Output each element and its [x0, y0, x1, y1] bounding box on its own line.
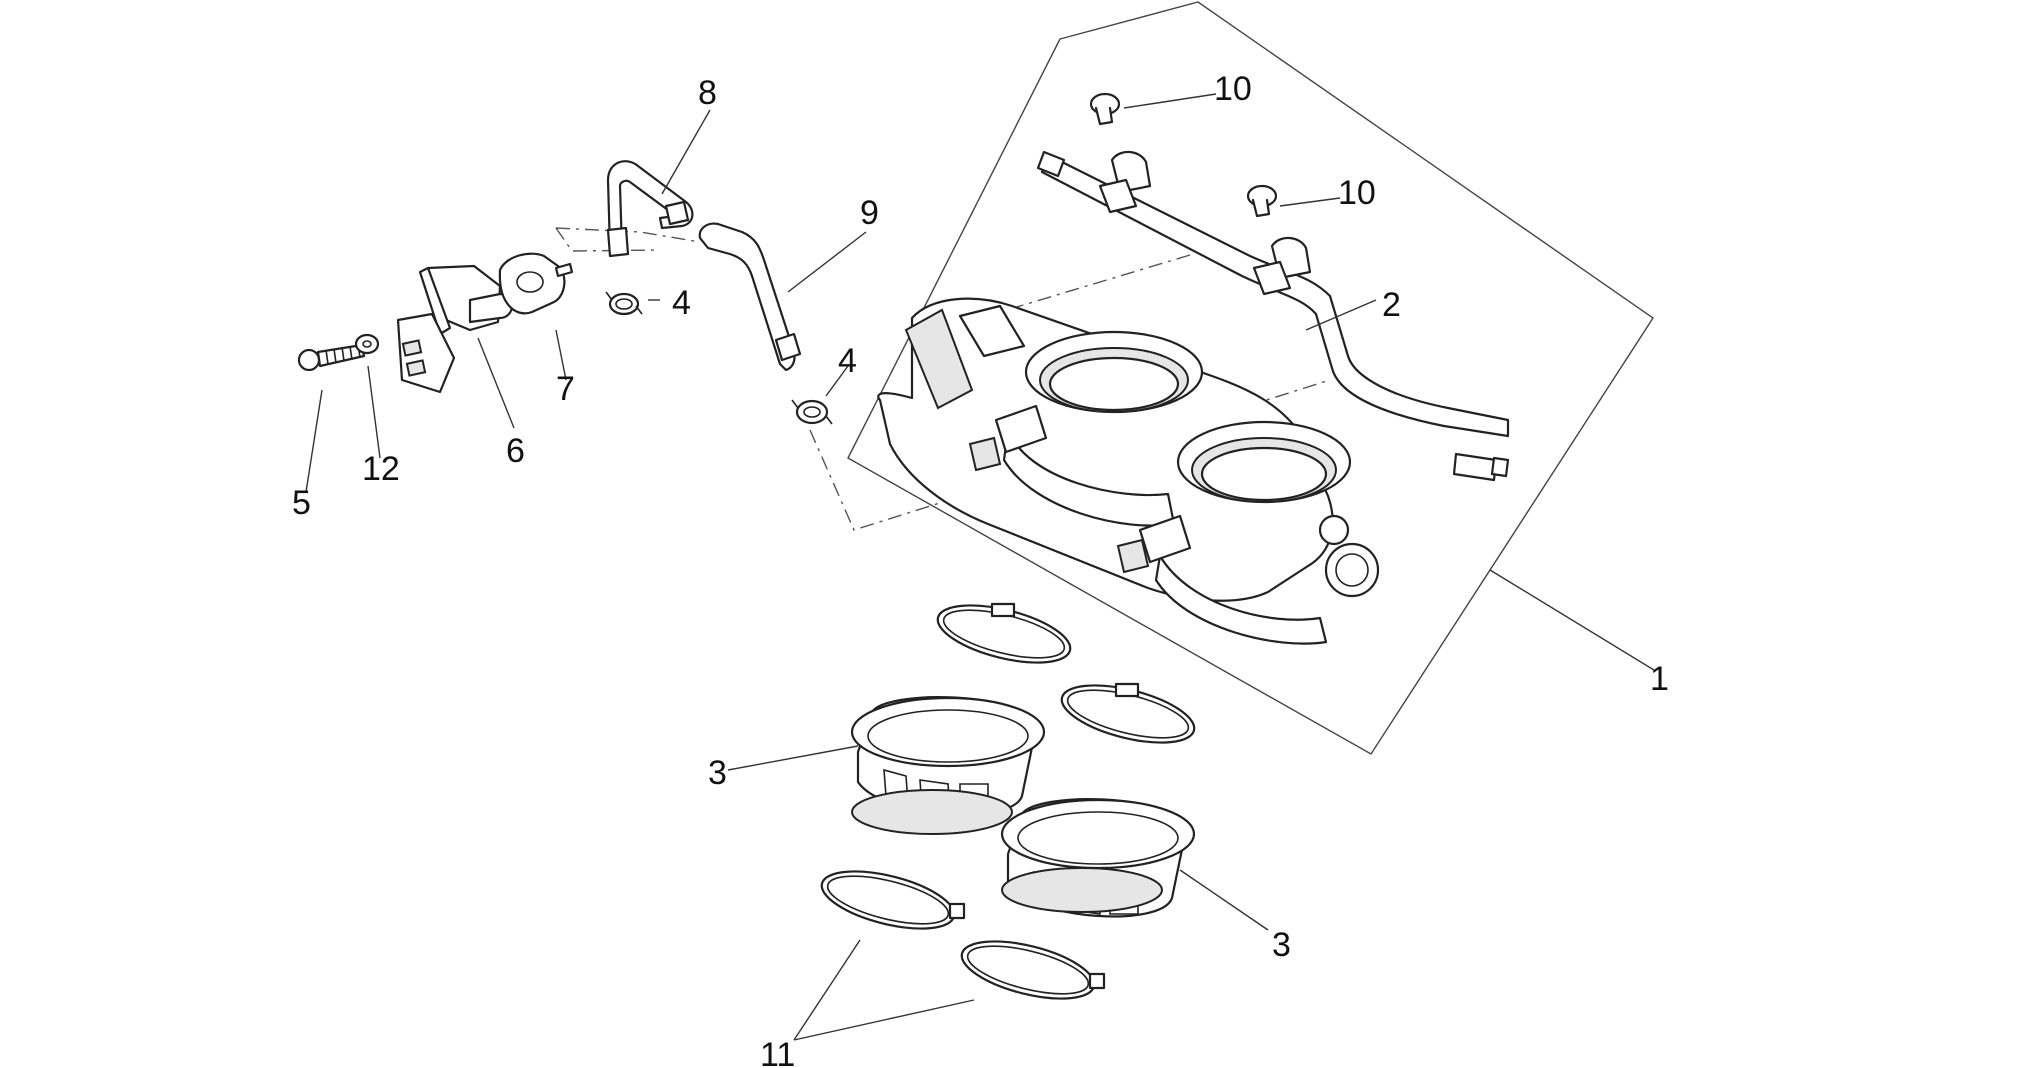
sensor-adapter-part-7	[498, 252, 574, 315]
screw-part-5	[297, 343, 366, 372]
callout-3-lower: 3	[1272, 926, 1291, 964]
throttle-body-assembly	[877, 297, 1380, 645]
callout-4-lower: 4	[838, 342, 857, 380]
pressure-sensor-part-6	[396, 264, 514, 394]
fuel-rail-part-2	[1036, 150, 1510, 482]
clamp-upper-left	[936, 602, 1072, 664]
hose-clamp-part-11-left	[820, 870, 966, 930]
callout-11: 11	[760, 1036, 795, 1068]
bolt-part-10-left	[1089, 92, 1121, 126]
hose-clip-part-4-upper	[605, 291, 643, 316]
bent-tube-part-8	[606, 160, 694, 258]
washer-part-12	[354, 333, 380, 355]
intake-sleeve-part-3-lower	[1000, 798, 1196, 918]
long-tube-part-9	[698, 222, 802, 372]
hose-clamp-part-11-right	[960, 940, 1106, 1000]
callout-2: 2	[1382, 286, 1401, 324]
callout-3-upper: 3	[708, 754, 727, 792]
bolt-part-10-right	[1246, 184, 1278, 218]
callout-4-upper: 4	[672, 284, 691, 322]
assembly-frame	[847, 1, 1654, 755]
intake-sleeve-part-3-upper	[850, 696, 1046, 835]
callout-1: 1	[1650, 660, 1669, 698]
callout-7: 7	[556, 370, 575, 408]
callout-5: 5	[292, 484, 311, 522]
callout-9: 9	[860, 194, 879, 232]
callout-8: 8	[698, 74, 717, 112]
callout-6: 6	[506, 432, 525, 470]
callout-10-lower: 10	[1338, 174, 1376, 212]
clamp-upper-right	[1060, 682, 1196, 744]
callout-12: 12	[362, 450, 400, 488]
leader-lines	[305, 93, 1655, 1041]
hose-clip-part-4-lower	[791, 399, 833, 425]
callout-10-upper: 10	[1214, 70, 1252, 108]
